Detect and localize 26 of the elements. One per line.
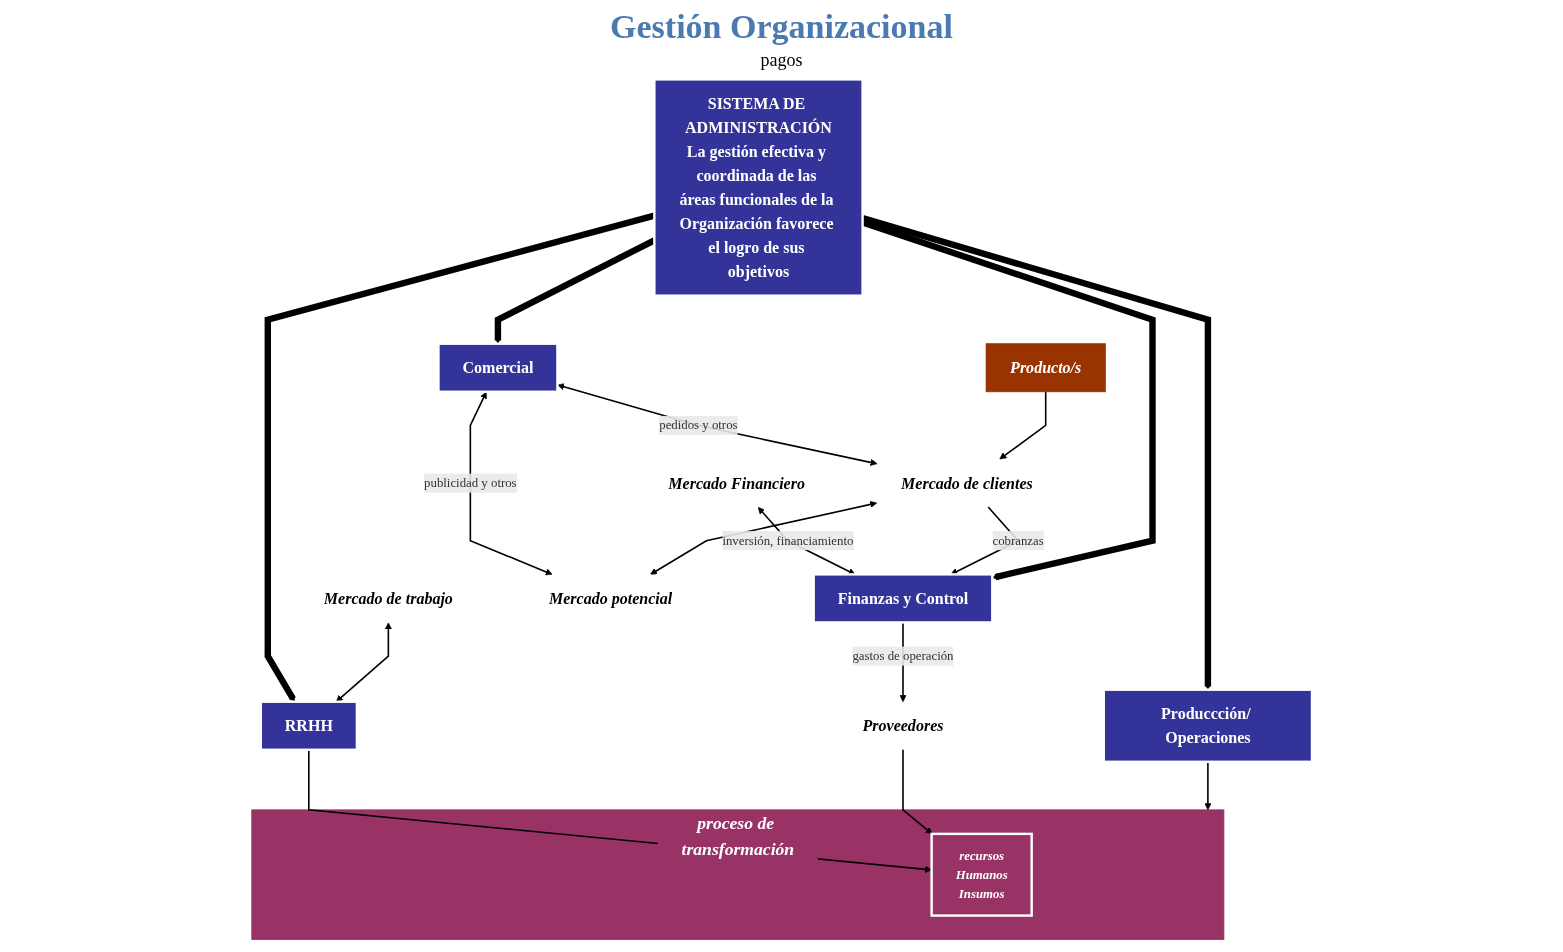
arrow: [264, 212, 655, 703]
node-text: Mercado de trabajo: [323, 589, 453, 608]
edge-label: pedidos y otros: [658, 418, 738, 432]
node-text: Proveedores: [862, 716, 944, 735]
edge-label: gastos de operación: [852, 648, 954, 663]
arrow: [1204, 761, 1211, 811]
node-box: Produccción/ Operaciones: [1102, 688, 1313, 763]
node-box: Finanzas y Control: [812, 573, 994, 624]
arrow: [557, 383, 877, 466]
node-box: RRHH: [259, 700, 358, 751]
edge-label: cobranzas: [992, 533, 1044, 548]
arrow: [901, 749, 933, 835]
diagram-title: Gestión Organizacional: [610, 8, 953, 46]
node-text: Mercado potencial: [548, 589, 672, 608]
arrow: [469, 391, 553, 576]
node-box: SISTEMA DE ADMINISTRACIÓN La gestión efectiva y coordinada de las áreas funcionales de la Organización favorece el logro de sus objetivos: [652, 78, 864, 297]
arrow: [999, 390, 1047, 460]
note-label: pagos: [760, 50, 803, 70]
node-text: Mercado Financiero: [667, 474, 805, 492]
node-box: recursos Humanos Insumos: [930, 832, 1033, 917]
arrow: [494, 237, 656, 345]
edge-label: publicidad y otros: [423, 475, 517, 490]
edge-label: inversión, financiamiento: [722, 533, 853, 548]
node-box: Comercial: [436, 342, 559, 393]
node-text: Mercado de clientes: [900, 474, 1033, 492]
node-box: Producto/s: [985, 343, 1106, 393]
